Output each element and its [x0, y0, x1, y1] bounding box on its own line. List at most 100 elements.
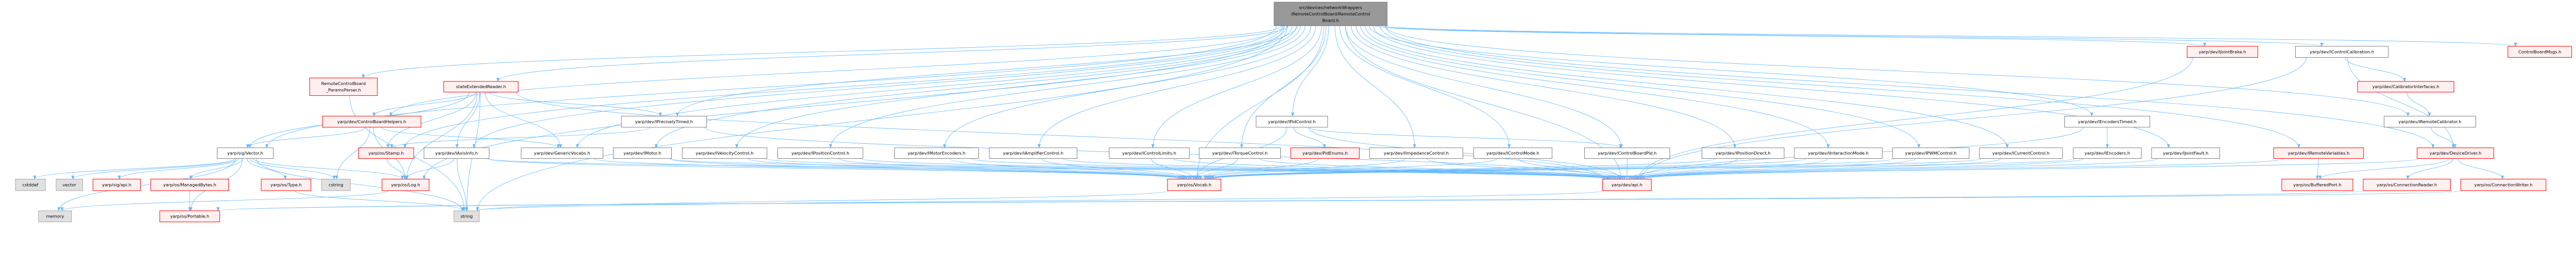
node-pidcontrol[interactable]: yarp/dev/IPidControl.h: [1256, 115, 1328, 128]
node-box[interactable]: [1290, 147, 1360, 159]
node-motorenc[interactable]: yarp/dev/IMotorEncoders.h: [894, 147, 979, 159]
node-box[interactable]: [1584, 147, 1670, 159]
node-box[interactable]: [682, 147, 768, 159]
node-box[interactable]: [894, 147, 979, 159]
node-log[interactable]: yarp/os/Log.h: [381, 178, 430, 191]
node-impedance[interactable]: yarp/dev/IImpedanceControl.h: [1369, 147, 1463, 159]
node-stdvector[interactable]: vector: [56, 179, 83, 191]
node-box[interactable]: [1602, 178, 1652, 191]
node-remotevars[interactable]: yarp/dev/IRemoteVariables.h: [2273, 147, 2364, 159]
node-stamp[interactable]: yarp/os/Stamp.h: [358, 147, 414, 159]
node-box[interactable]: [2151, 147, 2220, 159]
node-jointfault[interactable]: yarp/dev/IJointFault.h: [2151, 147, 2220, 159]
node-memory[interactable]: memory: [38, 210, 72, 223]
node-box[interactable]: [423, 147, 489, 159]
node-box[interactable]: [2281, 178, 2353, 191]
node-box[interactable]: [2417, 147, 2494, 159]
node-axisinfo[interactable]: yarp/dev/IAxisInfo.h: [423, 147, 489, 159]
node-cbpid[interactable]: yarp/dev/ControlBoardPid.h: [1584, 147, 1670, 159]
node-jointbrake[interactable]: yarp/dev/IJointBrake.h: [2187, 46, 2258, 58]
node-box[interactable]: [2273, 147, 2364, 159]
node-box[interactable]: [613, 147, 672, 159]
node-type[interactable]: yarp/os/Type.h: [261, 178, 311, 191]
node-box[interactable]: [1369, 147, 1463, 159]
node-calibif[interactable]: yarp/dev/CalibratorInterfaces.h: [2357, 81, 2454, 93]
node-posdirect[interactable]: yarp/dev/IPositionDirect.h: [1701, 147, 1785, 159]
node-box[interactable]: [150, 178, 229, 191]
node-main[interactable]: src/devices/networkWrappers/RemoteContro…: [1274, 2, 1387, 26]
node-bufferedport[interactable]: yarp/os/BufferedPort.h: [2281, 178, 2353, 191]
node-box[interactable]: [261, 178, 311, 191]
node-box[interactable]: [777, 147, 863, 159]
node-box[interactable]: [1109, 147, 1190, 159]
node-interaction[interactable]: yarp/dev/IInteractionMode.h: [1794, 147, 1883, 159]
node-portable[interactable]: yarp/os/Portable.h: [159, 210, 220, 223]
node-box[interactable]: [2064, 115, 2150, 128]
node-box[interactable]: [159, 210, 220, 223]
node-connwriter[interactable]: yarp/os/ConnectionWriter.h: [2460, 178, 2547, 191]
node-vector[interactable]: yarp/sig/Vector.h: [217, 147, 274, 159]
node-string[interactable]: string: [453, 210, 480, 223]
node-box[interactable]: [358, 147, 414, 159]
node-devicedriver[interactable]: yarp/dev/DeviceDriver.h: [2417, 147, 2494, 159]
node-box[interactable]: [217, 147, 274, 159]
node-cstddef[interactable]: cstddef: [15, 179, 46, 191]
node-box[interactable]: [56, 179, 83, 191]
node-box[interactable]: [1892, 147, 1970, 159]
node-pidenums[interactable]: yarp/dev/PidEnums.h: [1290, 147, 1360, 159]
node-pwm[interactable]: yarp/dev/IPWMControl.h: [1892, 147, 1970, 159]
node-box[interactable]: [92, 178, 141, 191]
node-box[interactable]: [2507, 46, 2572, 58]
node-stateext[interactable]: stateExtendedReader.h: [443, 81, 519, 93]
node-controlcalib[interactable]: yarp/dev/IControlCalibration.h: [2295, 46, 2389, 58]
node-box[interactable]: [2384, 115, 2476, 128]
node-position[interactable]: yarp/dev/IPositionControl.h: [777, 147, 863, 159]
node-box[interactable]: [521, 147, 603, 159]
node-box[interactable]: [1473, 147, 1552, 159]
node-box[interactable]: [38, 210, 72, 223]
node-limits[interactable]: yarp/dev/IControlLimits.h: [1109, 147, 1190, 159]
node-encoders[interactable]: yarp/dev/IEncoders.h: [2073, 147, 2142, 159]
node-box[interactable]: [15, 179, 46, 191]
node-box[interactable]: [1167, 178, 1222, 191]
node-precisely[interactable]: yarp/dev/IPreciselyTimed.h: [621, 115, 707, 128]
node-cbmsgs[interactable]: ControlBoardMsgs.h: [2507, 46, 2572, 58]
node-vocab[interactable]: yarp/os/Vocab.h: [1167, 178, 1222, 191]
node-box[interactable]: [321, 179, 351, 191]
node-box[interactable]: [1256, 115, 1328, 128]
node-box[interactable]: [1199, 147, 1281, 159]
node-box[interactable]: [2187, 46, 2258, 58]
node-box[interactable]: [1794, 147, 1883, 159]
node-amplifier[interactable]: yarp/dev/IAmplifierControl.h: [989, 147, 1078, 159]
node-box[interactable]: [322, 115, 421, 128]
node-box[interactable]: [309, 77, 378, 96]
node-torque[interactable]: yarp/dev/ITorqueControl.h: [1199, 147, 1281, 159]
node-box[interactable]: [621, 115, 707, 128]
node-managedbytes[interactable]: yarp/os/ManagedBytes.h: [150, 178, 229, 191]
node-controlmode[interactable]: yarp/dev/IControlMode.h: [1473, 147, 1552, 159]
node-current[interactable]: yarp/dev/ICurrentControl.h: [1979, 147, 2063, 159]
node-box[interactable]: [443, 81, 519, 93]
node-box[interactable]: [2295, 46, 2389, 58]
node-cstring[interactable]: cstring: [321, 179, 351, 191]
node-box[interactable]: [2073, 147, 2142, 159]
node-box[interactable]: [2357, 81, 2454, 93]
node-genvocabs[interactable]: yarp/dev/GenericVocabs.h: [521, 147, 603, 159]
node-box[interactable]: [1701, 147, 1785, 159]
node-cbhelpers[interactable]: yarp/dev/ControlBoardHelpers.h: [322, 115, 421, 128]
node-box[interactable]: [1979, 147, 2063, 159]
node-box[interactable]: [381, 178, 430, 191]
node-box[interactable]: [2460, 178, 2547, 191]
node-sigapi[interactable]: yarp/sig/api.h: [92, 178, 141, 191]
node-box[interactable]: [2363, 178, 2451, 191]
node-box[interactable]: [989, 147, 1078, 159]
node-box[interactable]: [1274, 2, 1387, 26]
node-box[interactable]: [453, 210, 480, 223]
node-paramsparser[interactable]: RemoteControlBoard_ParamsParser.h: [309, 77, 378, 96]
node-velocity[interactable]: yarp/dev/IVelocityControl.h: [682, 147, 768, 159]
node-devapi[interactable]: yarp/dev/api.h: [1602, 178, 1652, 191]
node-remotecalib[interactable]: yarp/dev/IRemoteCalibrator.h: [2384, 115, 2476, 128]
node-enctimed[interactable]: yarp/dev/IEncodersTimed.h: [2064, 115, 2150, 128]
node-motor[interactable]: yarp/dev/IMotor.h: [613, 147, 672, 159]
node-connreader[interactable]: yarp/os/ConnectionReader.h: [2363, 178, 2451, 191]
